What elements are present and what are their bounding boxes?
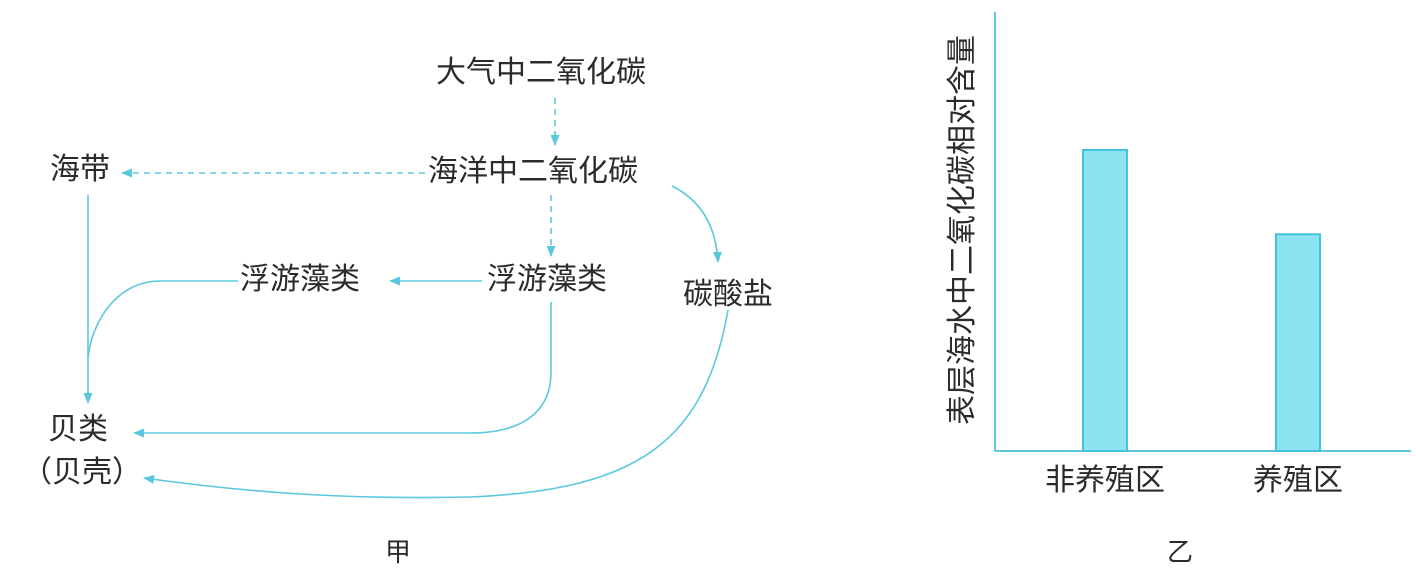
x-tick-label: 非养殖区 <box>1045 463 1165 498</box>
node-kelp: 海带 <box>50 152 110 187</box>
node-shell: （贝壳） <box>22 455 142 490</box>
bar-1 <box>1275 233 1321 452</box>
node-ocean-co2: 海洋中二氧化碳 <box>428 154 638 189</box>
arrow-plankton-left-to-shellfish <box>87 280 238 359</box>
node-atmosphere-co2: 大气中二氧化碳 <box>436 55 646 90</box>
node-carbonate: 碳酸盐 <box>683 277 773 312</box>
chart-caption: 乙 <box>1167 538 1194 568</box>
diagram-caption: 甲 <box>385 538 412 568</box>
node-plankton-mid: 浮游藻类 <box>487 262 607 297</box>
x-tick-label: 养殖区 <box>1253 463 1343 498</box>
bar-0 <box>1082 149 1128 452</box>
arrow-carbonate-to-shell <box>142 309 729 499</box>
arrow-plankton-mid-to-shellfish <box>132 302 552 438</box>
arrow-ocean-to-carbonate <box>671 185 722 264</box>
node-plankton-left: 浮游藻类 <box>240 262 360 297</box>
node-shellfish: 贝类 <box>48 412 108 447</box>
y-axis-label: 表层海水中二氧化碳相对含量 <box>945 35 980 425</box>
